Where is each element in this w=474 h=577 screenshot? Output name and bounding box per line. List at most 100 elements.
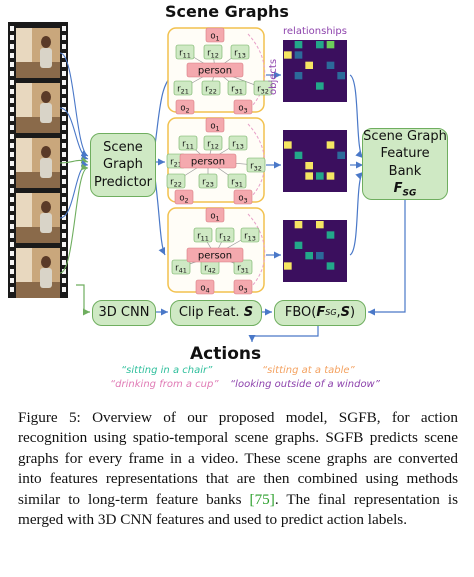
action-label-sitting-chair: “sitting in a chair” [121,365,213,376]
matrix-cell [305,61,313,69]
film-sprocket-hole [10,170,14,175]
relation-node: r11 [193,227,213,243]
matrix-cell [294,221,303,229]
fbo-sep: , [336,305,341,321]
relation-node-label: r31 [237,264,249,275]
film-sprocket-hole [62,287,66,292]
film-sprocket-hole [10,26,14,31]
object-node: o1 [205,27,225,43]
film-sprocket-hole [10,80,14,85]
matrix-cell [316,172,324,180]
film-sprocket-hole [62,269,66,274]
bank-symbol-f: F [393,181,403,197]
relation-node: r21 [173,80,193,96]
relation-node: r32 [253,80,273,96]
relation-node-label: r32 [257,85,269,96]
matrix-cell [337,72,345,80]
relation-node: r12 [203,135,223,151]
relation-node-label: r12 [219,232,231,243]
object-node: o1 [205,207,225,223]
relation-node-label: r11 [179,49,191,60]
relation-node-label: r22 [205,85,217,96]
matrix-cell [337,151,345,159]
film-sprocket-hole [10,125,14,130]
film-sprocket-hole [10,188,14,193]
matrix-cell [326,172,335,180]
film-sprocket-hole [10,53,14,58]
relation-node: r11 [178,135,198,151]
matrix-cell [316,41,324,49]
film-sprocket-hole [10,134,14,139]
actions-heading: Actions [190,344,262,364]
relation-node-label: r13 [234,49,246,60]
caption-reference-link[interactable]: [75] [249,490,275,508]
relation-node-label: r12 [207,140,219,151]
matrix-cell [305,172,313,180]
film-sprocket-hole [10,62,14,67]
film-sprocket-hole [10,260,14,265]
film-sprocket-hole [62,71,66,76]
film-sprocket-hole [62,98,66,103]
relation-node: r13 [230,44,250,60]
film-sprocket-hole [62,197,66,202]
relation-node-label: r21 [177,85,189,96]
object-node-label: person [198,251,232,262]
diagram-canvas: r11 r12 r13 r21 r22 r31 r32 o1 person o2 o3 r11 r12 r… [8,22,406,342]
feature-matrix [283,40,347,102]
film-sprocket-hole [62,62,66,67]
person-node: person [179,153,237,169]
video-frame [16,83,60,133]
object-node: o3 [233,99,253,115]
object-node: o2 [175,99,195,115]
film-sprocket-hole [62,125,66,130]
person-node: person [186,62,244,78]
fbo-close: ) [350,305,356,321]
film-sprocket-hole [10,224,14,229]
matrix-cell [284,262,292,270]
frame-to-predictor-arrows [59,52,89,274]
matrix-cell [294,51,303,59]
video-frame [16,138,60,188]
video-frame [16,28,60,78]
relation-node: r32 [246,157,266,173]
scene-graphs-heading: Scene Graphs [165,2,289,21]
relation-node: r13 [240,227,260,243]
film-sprocket-hole [10,251,14,256]
film-sprocket-hole [10,233,14,238]
matrix-cell [316,252,324,260]
matrix-cell [294,41,303,49]
matrix-cell [294,72,303,80]
film-sprocket-hole [10,242,14,247]
relation-node-label: r12 [207,49,219,60]
relation-node: r11 [175,44,195,60]
matrix-cell [326,41,335,49]
matrix-cell [326,231,335,239]
film-sprocket-hole [62,224,66,229]
relation-node: r22 [201,80,221,96]
relation-node-label: r32 [250,162,262,173]
film-sprocket-hole [10,152,14,157]
film-sprocket-hole [62,242,66,247]
film-sprocket-hole [62,44,66,49]
relation-node-label: r31 [231,85,243,96]
objects-label: objects [268,59,279,95]
relation-node-label: r11 [182,140,194,151]
object-node-label: person [198,66,232,77]
fbo-s: S [340,305,351,321]
object-node-label: o3 [238,194,247,205]
film-sprocket-hole [10,287,14,292]
relation-node: r13 [228,135,248,151]
film-sprocket-hole [10,278,14,283]
frame-arrow [59,107,89,160]
film-sprocket-hole [62,179,66,184]
caption-suffix: . The final representation is merged wit… [18,490,459,529]
matrix-cell [316,221,324,229]
film-sprocket-hole [62,35,66,40]
bank-symbol-sub: SG [402,189,417,200]
matrix-cell [294,151,303,159]
object-node: o1 [205,117,225,133]
film-sprocket-hole [62,278,66,283]
scene-graph-predictor-box: Scene Graph Predictor [90,133,156,197]
